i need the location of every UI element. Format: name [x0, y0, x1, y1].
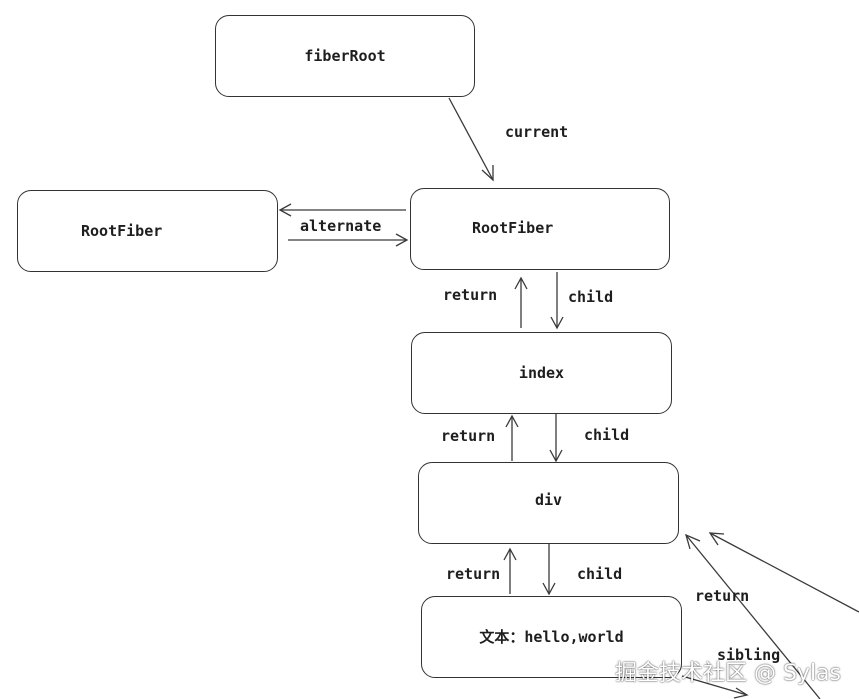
- sibling-arrow: [681, 675, 749, 699]
- node-index: index: [411, 332, 672, 414]
- return-arrow-diagonal-2: [708, 532, 859, 613]
- node-fiber-root: fiberRoot: [215, 15, 475, 97]
- child-arrow-index-to-div: [549, 411, 563, 463]
- node-text-label: 文本：hello,world: [479, 628, 624, 646]
- node-index-label: index: [518, 364, 565, 382]
- return-arrow-div-to-index: [505, 414, 519, 461]
- watermark: 掘金技术社区 @ Sylas: [614, 661, 841, 686]
- alternate-arrow-left: [278, 203, 406, 217]
- node-div-label: div: [534, 491, 563, 509]
- node-root-fiber-current: RootFiber: [410, 188, 670, 270]
- edge-label-return-1: return: [443, 286, 498, 304]
- return-arrow-text-to-div: [503, 547, 517, 594]
- child-arrow-rootfiber-to-index: [550, 272, 564, 330]
- node-text: 文本：hello,world: [421, 596, 682, 678]
- node-div: div: [418, 462, 679, 544]
- node-fiber-root-label: fiberRoot: [304, 47, 386, 65]
- edge-label-return-4: return: [695, 587, 750, 605]
- edge-label-return-2: return: [441, 427, 496, 445]
- edge-label-current: current: [505, 123, 569, 141]
- node-root-fiber-alternate-label: RootFiber: [81, 222, 163, 240]
- edge-label-alternate: alternate: [300, 217, 382, 235]
- edge-label-child-2: child: [584, 426, 630, 444]
- alternate-arrow-right: [288, 233, 409, 247]
- node-root-fiber-current-label: RootFiber: [472, 219, 554, 237]
- current-arrow: [448, 97, 494, 182]
- edge-label-child-1: child: [568, 288, 614, 306]
- node-root-fiber-alternate: RootFiber: [17, 190, 278, 272]
- child-arrow-div-to-text: [542, 543, 556, 596]
- edge-label-return-3: return: [446, 565, 501, 583]
- edge-label-child-3: child: [577, 565, 623, 583]
- edge-label-sibling: sibling: [717, 646, 781, 664]
- return-arrow-diagonal-1: [684, 533, 821, 699]
- return-arrow-index-to-rootfiber: [514, 276, 528, 328]
